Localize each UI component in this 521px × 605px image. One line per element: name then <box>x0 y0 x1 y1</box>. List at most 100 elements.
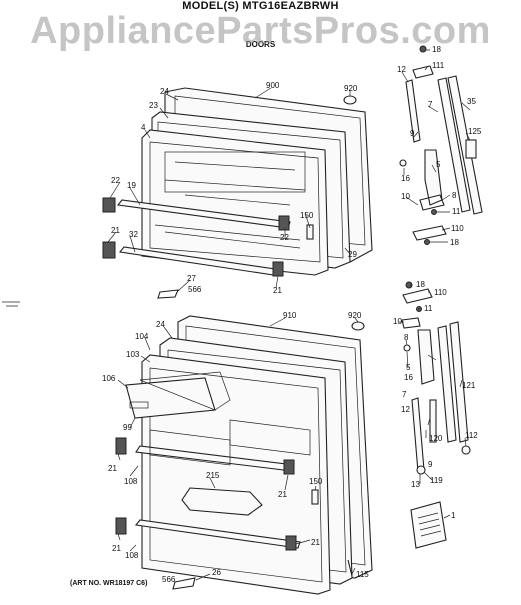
bottom-hinge-group: 18 110 11 10 8 5 16 121 7 12 120 112 9 1… <box>393 280 478 549</box>
callout-900: 900 <box>266 81 280 90</box>
door-shelf-bar-lower <box>134 519 301 549</box>
door-rail-12-bottom <box>411 397 425 473</box>
screw-11 <box>431 209 437 215</box>
callout-22-left: 22 <box>111 176 120 185</box>
callout-9-bottom: 9 <box>428 460 433 469</box>
callout-16-top: 16 <box>401 174 410 183</box>
callout-99: 99 <box>123 423 132 432</box>
shelf-cap-22-right <box>278 215 290 231</box>
callout-566-top: 566 <box>188 285 202 294</box>
callout-108-upper: 108 <box>124 477 138 486</box>
bushing-16-bottom <box>403 344 411 352</box>
callout-920-bottom: 920 <box>348 311 362 320</box>
plug-button-920 <box>343 95 357 105</box>
callout-110-bottom: 110 <box>434 288 447 297</box>
callout-5-top: 5 <box>436 160 441 169</box>
callout-21-bottom-b: 21 <box>278 490 287 499</box>
callout-10-top: 10 <box>401 192 410 201</box>
handle-trim-7 <box>437 77 471 213</box>
callout-11-bottom: 11 <box>424 304 433 313</box>
callout-121: 121 <box>462 381 476 390</box>
door-stop-150 <box>306 224 314 240</box>
trim-115-leader <box>347 559 353 577</box>
callout-11-top: 11 <box>452 207 461 216</box>
callout-32: 32 <box>129 230 138 239</box>
trim-cap-125 <box>465 139 477 159</box>
handle-trim-35 <box>447 75 483 215</box>
callout-9-top: 9 <box>410 129 415 138</box>
freezer-door-liner <box>141 129 329 276</box>
hinge-110 <box>412 225 447 241</box>
rail-120 <box>429 399 437 443</box>
callout-24-bottom: 24 <box>156 320 165 329</box>
callout-106: 106 <box>102 374 116 383</box>
owner-manual-1 <box>410 501 447 549</box>
hinge-plate-8-bottom <box>401 317 421 329</box>
callout-29: 29 <box>348 250 357 259</box>
callout-22-right: 22 <box>280 233 289 242</box>
callout-23: 23 <box>149 101 158 110</box>
callout-103: 103 <box>126 350 140 359</box>
handle-trim-7-bottom <box>437 325 457 443</box>
callout-13: 13 <box>411 480 420 489</box>
callout-7-top: 7 <box>428 100 433 109</box>
callout-24-top: 24 <box>160 87 169 96</box>
callout-19: 19 <box>127 181 136 190</box>
callout-7-bottom: 7 <box>402 390 407 399</box>
callout-910: 910 <box>283 311 297 320</box>
callout-1: 1 <box>451 511 456 520</box>
shelf-cap-21-d <box>285 535 297 551</box>
fresh-food-door-liner <box>141 354 331 595</box>
hinge-plate-8 <box>419 194 445 211</box>
callout-566-bottom: 566 <box>162 575 176 584</box>
callout-150-top: 150 <box>300 211 314 220</box>
callout-108-lower: 108 <box>125 551 139 560</box>
art-number: (ART NO. WR18197 C6) <box>70 580 148 587</box>
callout-112: 112 <box>465 431 478 440</box>
callout-12-top: 12 <box>397 65 406 74</box>
callout-12-bottom: 12 <box>401 405 410 414</box>
shelf-cap-22 <box>102 197 116 213</box>
bushing-119 <box>416 465 426 475</box>
hinge-5 <box>424 149 443 206</box>
screw-18-a <box>419 45 427 53</box>
callout-10-bottom: 10 <box>393 317 402 326</box>
bottom-door-assembly: 910 920 24 104 103 106 99 21 108 215 21 … <box>102 311 373 595</box>
hinge-5-bottom <box>417 329 435 385</box>
top-hinge-group: 18 111 12 7 35 125 9 16 5 10 8 11 110 18 <box>397 45 483 247</box>
dairy-hinge-99 <box>129 401 149 409</box>
section-title: DOORS <box>245 40 276 49</box>
callout-104: 104 <box>135 332 149 341</box>
freezer-shelf-bar-upper <box>116 199 291 229</box>
callout-18-top-b: 18 <box>450 238 459 247</box>
screw-18-b <box>424 239 430 245</box>
callout-119: 119 <box>430 476 443 485</box>
shelf-cap-21-right <box>272 261 284 277</box>
door-stop-150-bottom <box>311 489 319 505</box>
shelf-cap-21 <box>102 241 116 259</box>
plug-button-920-bottom <box>351 321 365 331</box>
callout-18-bottom: 18 <box>416 280 425 289</box>
callout-21-right-top: 21 <box>273 286 282 295</box>
handle-trim-121 <box>449 321 469 443</box>
bushing-16 <box>399 159 407 167</box>
callout-21-bottom-a: 21 <box>108 464 117 473</box>
callout-16-bottom: 16 <box>404 373 413 382</box>
door-rail-12 <box>405 79 421 143</box>
hinge-pin-111 <box>412 65 434 79</box>
shelf-cap-21-b <box>283 459 295 475</box>
callout-125: 125 <box>468 127 482 136</box>
callout-35: 35 <box>467 97 476 106</box>
shelf-cap-21-c <box>115 517 127 535</box>
callout-21-bottom-d: 21 <box>311 538 320 547</box>
callout-111: 111 <box>432 61 445 70</box>
callout-18-top-a: 18 <box>432 45 441 54</box>
callout-27: 27 <box>187 274 196 283</box>
callout-120: 120 <box>429 434 443 443</box>
model-number-header: MODEL(S) MTG16EAZBRWH <box>182 0 339 12</box>
callout-920-top: 920 <box>344 84 358 93</box>
callout-110-top: 110 <box>451 224 464 233</box>
callout-150-bottom: 150 <box>309 477 323 486</box>
top-door-assembly: 900 920 24 23 4 22 19 21 32 150 22 29 27… <box>102 81 373 299</box>
